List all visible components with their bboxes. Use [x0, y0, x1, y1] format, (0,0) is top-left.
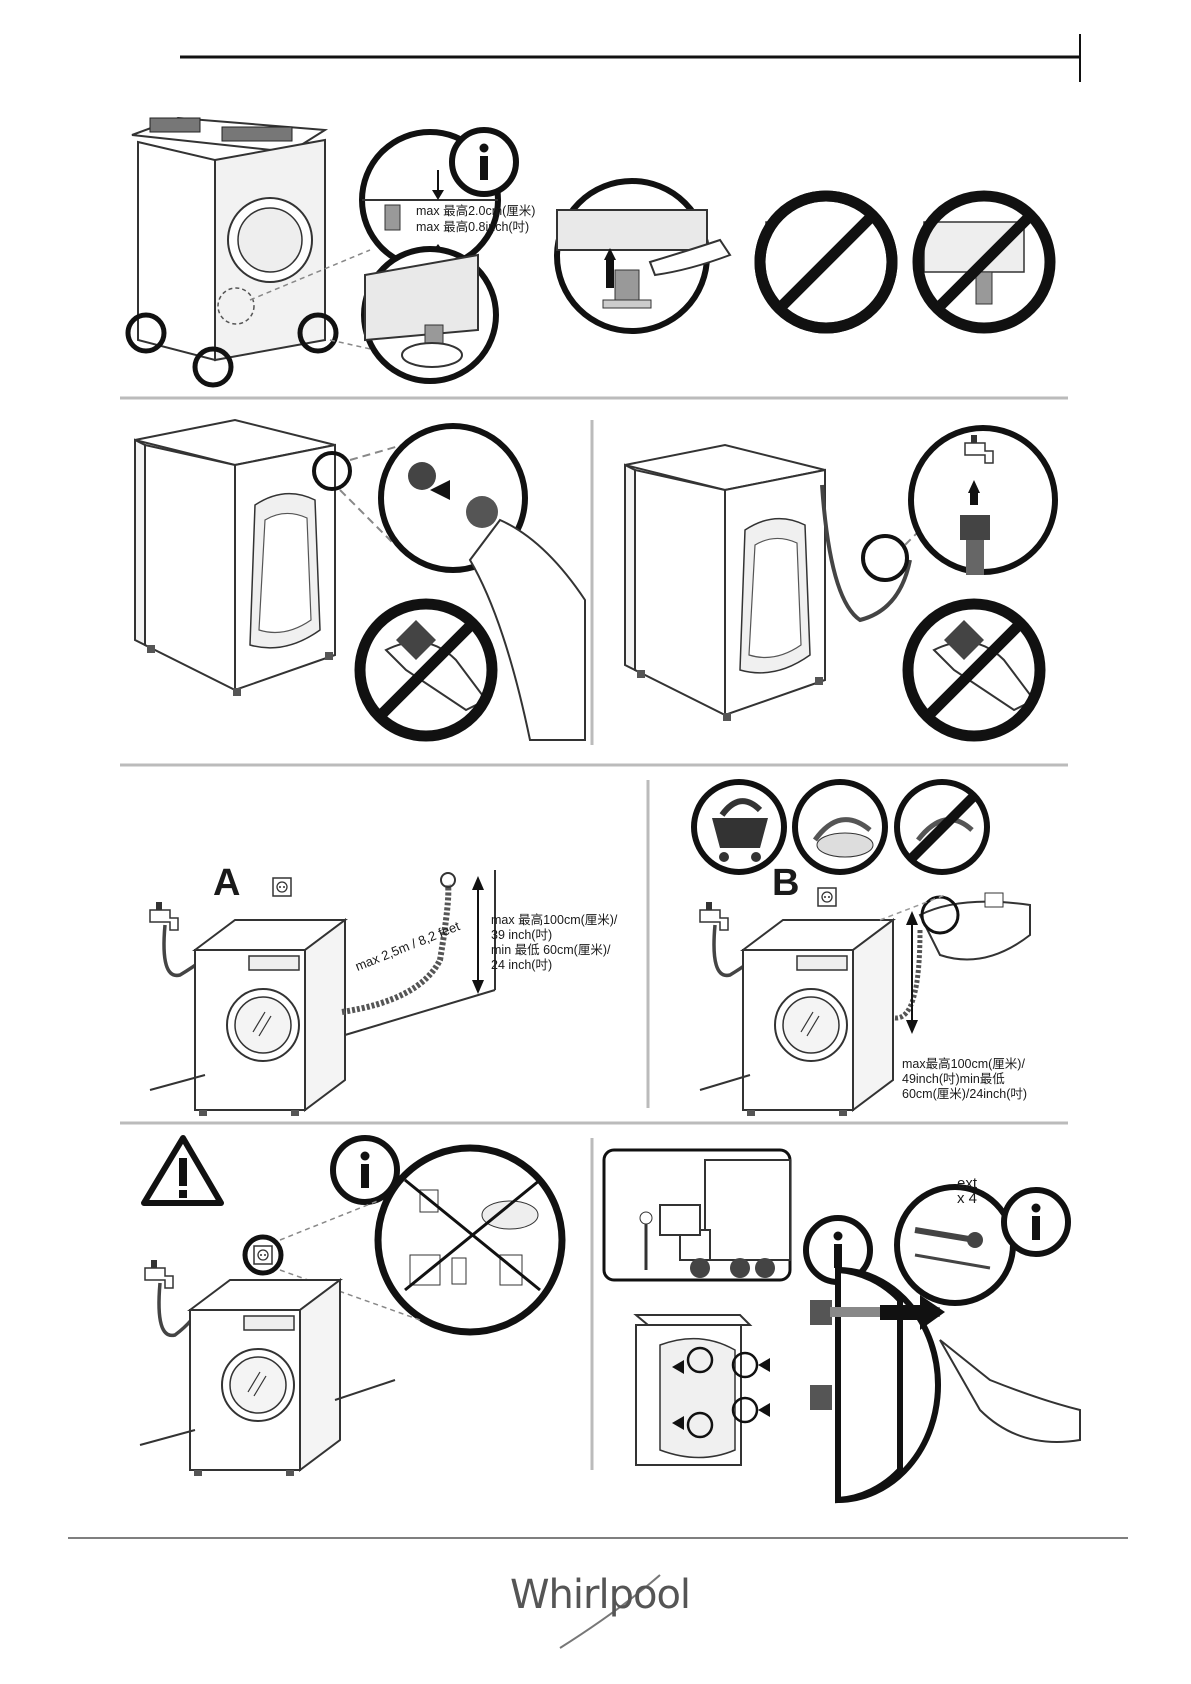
- info-icon: [1004, 1190, 1068, 1254]
- step3b-options: [694, 782, 987, 872]
- socket-icon: [818, 888, 836, 906]
- prohibited-icon: [760, 196, 892, 328]
- step1-wrench-adjust: [557, 181, 730, 331]
- foot-height-inch: max 最高0.8inch(吋): [416, 220, 529, 235]
- step1-washer-level: [128, 118, 375, 385]
- step4-washer: [190, 1280, 340, 1476]
- step4-extension-prohibited: [378, 1148, 562, 1332]
- prohibited-icon: [360, 604, 492, 736]
- bolts-detail: [897, 1187, 1013, 1303]
- step2-washer-back-right: [625, 445, 825, 721]
- option-a-label: A: [213, 862, 240, 905]
- prohibited-icon: [908, 604, 1040, 736]
- info-icon: [452, 130, 516, 194]
- foot-height-cm: max 最高2.0cm(厘米): [416, 204, 535, 219]
- step2-connect-tap-detail: [911, 428, 1055, 575]
- step5-transport-bolts: [636, 1315, 770, 1465]
- sink-illustration: [920, 893, 1030, 960]
- step2-hose-callout: [863, 536, 907, 580]
- socket-icon: [273, 878, 291, 896]
- warning-icon: [144, 1138, 221, 1203]
- brand-logo: Whirlpool: [510, 1572, 690, 1618]
- bolts-count: ext x 4: [957, 1176, 977, 1206]
- option-b-height: max最高100cm(厘米)/ 49inch(吋)min最低 60cm(厘米)/…: [902, 1057, 1027, 1102]
- step2-washer-back-left: [135, 420, 335, 696]
- step1-foot-detail-bottom: [364, 249, 496, 381]
- step3a-washer: [195, 920, 345, 1116]
- prohibited-icon: [918, 196, 1050, 328]
- option-a-height: max 最高100cm(厘米)/ 39 inch(吋) min 最低 60cm(…: [491, 913, 617, 973]
- truck-icon: [604, 1150, 790, 1280]
- option-b-label: B: [772, 862, 799, 905]
- step3b-washer: [743, 920, 893, 1116]
